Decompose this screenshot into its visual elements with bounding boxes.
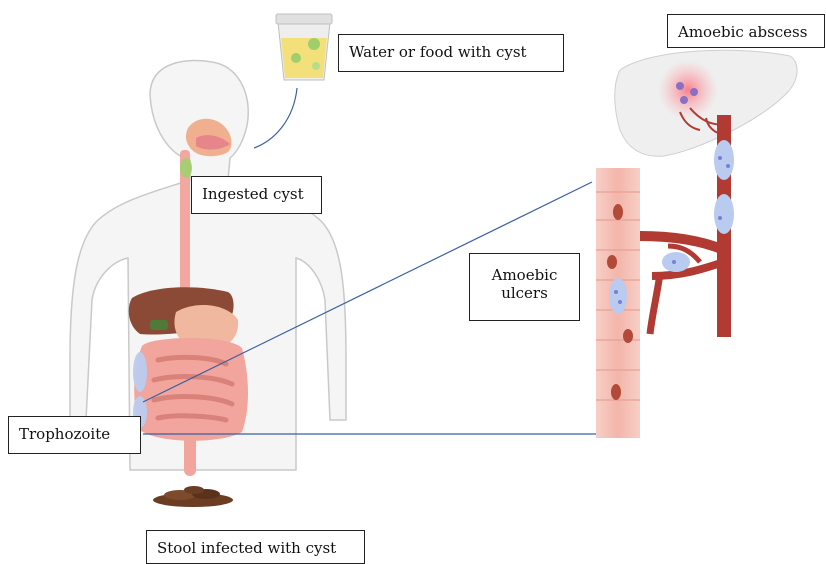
label-amoebic-ulcers: Amoebic ulcers: [469, 253, 580, 321]
colon-wall-segment: [596, 168, 640, 438]
label-ingested-cyst: Ingested cyst: [191, 176, 322, 214]
label-amoebic-ulcers-line2: ulcers: [480, 284, 569, 302]
label-water-food-cyst: Water or food with cyst: [338, 34, 564, 72]
label-amoebic-abscess: Amoebic abscess: [667, 14, 825, 48]
water-cup: [276, 14, 332, 80]
cyst-in-throat: [180, 158, 192, 178]
stool-pile: [153, 486, 233, 507]
liver-abscess-illustration: [615, 50, 797, 156]
label-trophozoite: Trophozoite: [8, 416, 141, 454]
label-stool-infected: Stool infected with cyst: [146, 530, 365, 564]
label-amoebic-ulcers-line1: Amoebic: [480, 266, 569, 284]
